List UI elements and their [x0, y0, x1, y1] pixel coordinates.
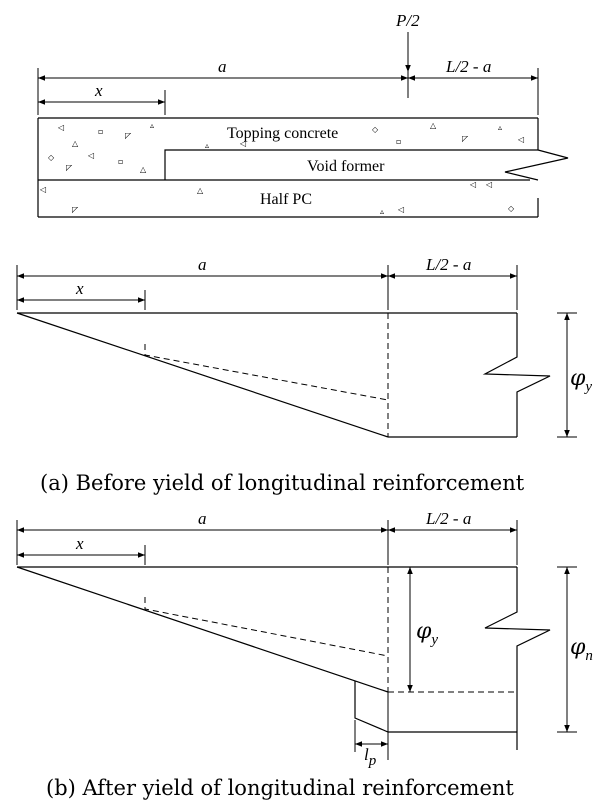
- layer-void-label: Void former: [307, 158, 385, 175]
- dim-rest-label: L/2 - a: [445, 57, 491, 76]
- svg-text:◁: ◁: [57, 123, 64, 132]
- dim-x: x: [38, 81, 166, 115]
- svg-text:▵: ▵: [498, 123, 502, 132]
- panel-b-phi-y: φy: [416, 619, 438, 648]
- panel-a-dim-rest: L/2 - a: [388, 255, 518, 310]
- svg-text:△: △: [72, 139, 79, 148]
- svg-text:◁: ◁: [517, 135, 524, 144]
- svg-text:a: a: [198, 509, 207, 528]
- dim-a-label: a: [218, 57, 227, 76]
- svg-text:◇: ◇: [372, 125, 379, 134]
- panel-b-dim-rest: L/2 - a: [388, 509, 518, 565]
- svg-text:◇: ◇: [48, 153, 55, 162]
- svg-text:▵: ▵: [205, 141, 209, 150]
- svg-text:▵: ▵: [380, 207, 384, 216]
- svg-text:◁: ◁: [469, 180, 476, 189]
- svg-text:◁: ◁: [39, 185, 46, 194]
- panel-b: a L/2 - a x φy φn: [16, 509, 593, 800]
- svg-text:△: △: [197, 186, 204, 195]
- layer-halfpc-label: Half PC: [260, 191, 312, 208]
- panel-a: a L/2 - a x φy (a) Before yield of longi…: [16, 255, 592, 495]
- panel-b-phi-n: φn: [570, 635, 593, 664]
- svg-text:◁: ◁: [397, 205, 404, 214]
- panel-a-caption: (a) Before yield of longitudinal reinfor…: [40, 471, 525, 495]
- svg-text:x: x: [75, 534, 84, 553]
- panel-b-dim-x: x: [17, 534, 146, 565]
- panel-a-dim-a: a: [16, 255, 389, 310]
- svg-text:◸: ◸: [72, 205, 79, 214]
- svg-text:◁: ◁: [485, 180, 492, 189]
- svg-text:△: △: [140, 165, 147, 174]
- svg-text:◸: ◸: [66, 163, 73, 172]
- svg-text:△: △: [430, 121, 437, 130]
- panel-b-caption: (b) After yield of longitudinal reinforc…: [46, 776, 514, 800]
- dim-rest: L/2 - a: [408, 57, 539, 115]
- layer-topping-label: Topping concrete: [227, 125, 338, 142]
- svg-text:L/2 - a: L/2 - a: [425, 509, 471, 528]
- svg-text:a: a: [198, 255, 207, 274]
- dim-x-label: x: [94, 81, 103, 100]
- svg-text:◇: ◇: [508, 204, 515, 213]
- dim-a: a: [37, 57, 409, 115]
- svg-text:◸: ◸: [462, 134, 469, 143]
- panel-a-dim-x: x: [17, 279, 146, 310]
- svg-text:▫: ▫: [118, 157, 123, 166]
- svg-text:◁: ◁: [239, 139, 246, 148]
- svg-text:x: x: [75, 279, 84, 298]
- load-label: P/2: [395, 11, 420, 30]
- panel-b-lp: lp: [364, 745, 377, 769]
- panel-b-dim-a: a: [16, 509, 389, 565]
- svg-text:L/2 - a: L/2 - a: [425, 255, 471, 274]
- svg-text:▵: ▵: [150, 121, 154, 130]
- svg-text:◁: ◁: [87, 151, 94, 160]
- svg-text:▫: ▫: [98, 127, 103, 136]
- beam-section: P/2 a L/2 - a x: [37, 11, 569, 218]
- svg-text:▫: ▫: [396, 137, 401, 146]
- panel-a-phi-y: φy: [570, 366, 592, 395]
- svg-text:◸: ◸: [125, 131, 132, 140]
- aggregate-marks: ◁ ▫ △ ◸ ▵ ◇ ◁ ▫ △ ◸ ▵ ◁ ◇ ▫ △ ◸ ▵ ◁ ◁ △ ◸ ◁ ◁ ▵ ◁ ◇: [39, 121, 524, 216]
